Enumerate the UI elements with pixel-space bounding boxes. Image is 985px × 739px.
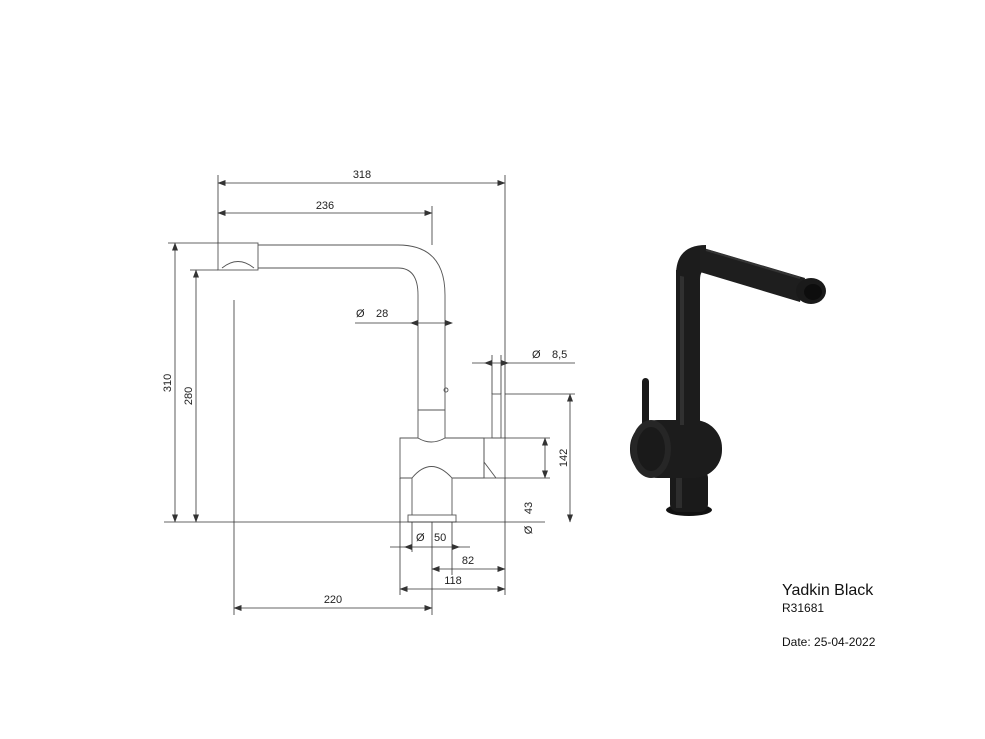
dim-220: 220 (324, 594, 342, 606)
faucet-body (399, 437, 485, 479)
spout-tube-inner (258, 267, 419, 410)
diameter-symbol: Ø (523, 525, 535, 534)
dim-50: 50 (434, 532, 446, 544)
dim-43: 43 (523, 502, 535, 514)
diameter-symbol: Ø (356, 308, 365, 320)
product-image (630, 245, 826, 516)
title-block: Yadkin Black R31681 Date: 25-04-2022 (782, 582, 875, 649)
faucet-outline (217, 242, 506, 523)
dim-310: 310 (162, 374, 174, 392)
diameter-symbol: Ø (416, 532, 425, 544)
dim-142: 142 (558, 449, 570, 467)
dimension-lines (172, 180, 575, 611)
dim-118: 118 (444, 575, 462, 587)
dim-28: 28 (376, 308, 388, 320)
dim-236: 236 (316, 200, 334, 212)
spout-head (217, 242, 259, 271)
dim-318: 318 (353, 169, 371, 181)
diameter-symbol: Ø (532, 349, 541, 361)
product-code: R31681 (782, 601, 825, 615)
extension-lines (164, 175, 575, 615)
dim-280: 280 (183, 387, 195, 405)
drawing-date: Date: 25-04-2022 (782, 635, 876, 649)
base-flange (407, 514, 457, 523)
dim-82: 82 (462, 555, 474, 567)
dimension-labels: 318 236 Ø 28 Ø 8,5 310 280 142 43 Ø Ø 50… (162, 169, 570, 606)
spout-tube-outer (258, 244, 446, 410)
dim-8-5: 8,5 (552, 349, 567, 361)
product-name: Yadkin Black (782, 582, 874, 599)
base-column (411, 478, 453, 515)
lever-cap (483, 437, 506, 479)
lever-handle (491, 393, 502, 439)
